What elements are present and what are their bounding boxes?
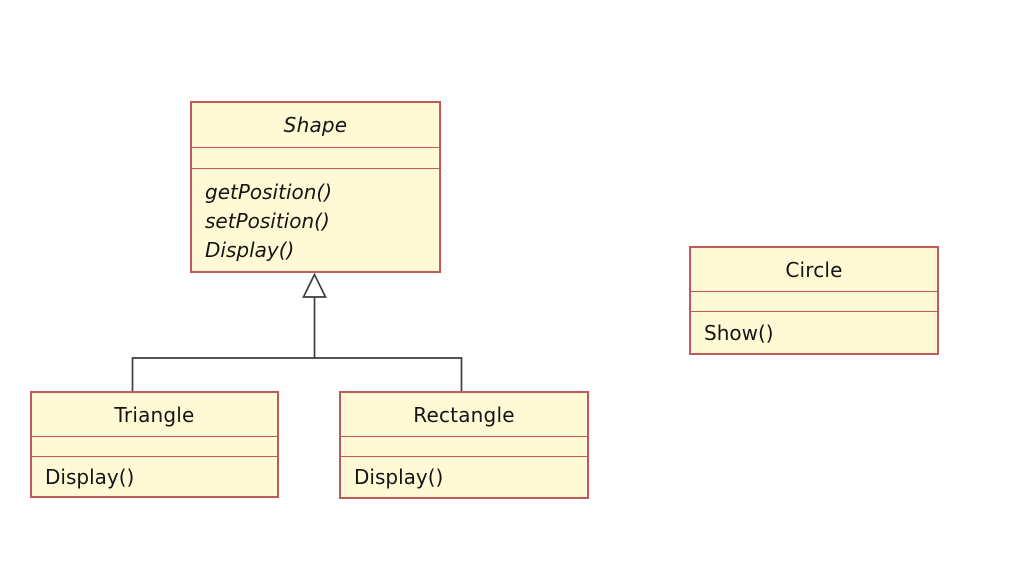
class-box-shape: Shape getPosition() setPosition() Displa…: [190, 101, 441, 273]
class-name-rectangle: Rectangle: [413, 402, 515, 427]
generalization-arrowhead-icon: [302, 272, 327, 298]
class-name-triangle: Triangle: [114, 402, 195, 427]
class-box-rectangle: Rectangle Display(): [339, 391, 589, 499]
attributes-compartment-triangle: [32, 436, 277, 456]
method-get-position: getPosition(): [205, 180, 333, 204]
class-box-circle: Circle Show(): [689, 246, 939, 355]
attributes-compartment-shape: [192, 147, 439, 168]
method-show: Show(): [704, 320, 774, 345]
method-set-position: setPosition(): [205, 209, 330, 233]
method-display: Display(): [45, 464, 135, 489]
attributes-compartment-rectangle: [341, 436, 587, 456]
methods-compartment-shape: getPosition() setPosition() Display(): [192, 168, 439, 271]
methods-compartment-rectangle: Display(): [341, 456, 587, 497]
methods-compartment-circle: Show(): [691, 311, 937, 353]
methods-compartment-triangle: Display(): [32, 456, 277, 496]
class-name-shape: Shape: [283, 113, 348, 137]
class-name-circle: Circle: [785, 257, 843, 282]
method-display: Display(): [205, 238, 295, 262]
method-display: Display(): [354, 465, 444, 489]
class-box-triangle: Triangle Display(): [30, 391, 279, 498]
attributes-compartment-circle: [691, 291, 937, 311]
